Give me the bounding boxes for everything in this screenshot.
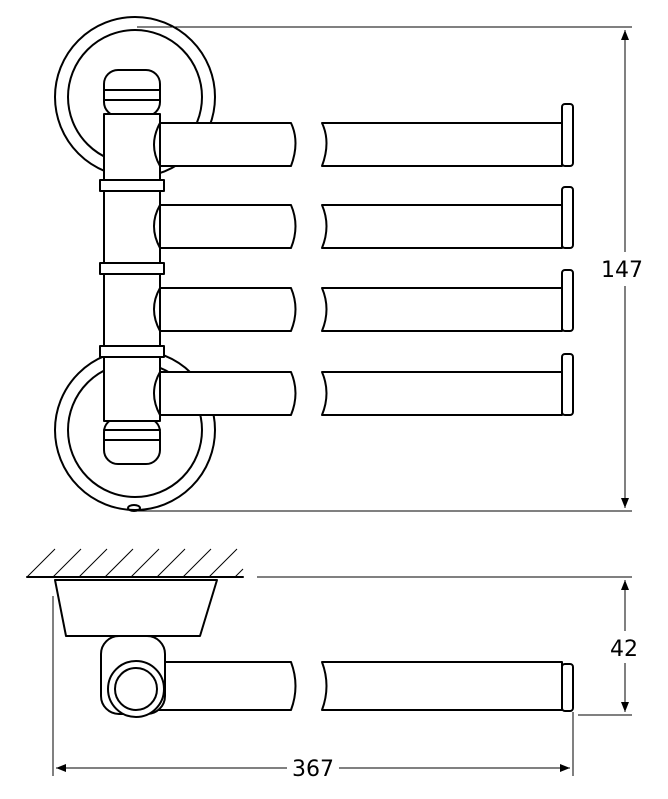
length-dimension-label: 367 bbox=[292, 757, 334, 782]
side-arm bbox=[149, 661, 574, 712]
wall-mount-cup bbox=[54, 579, 218, 637]
depth-dimension: 42 bbox=[578, 580, 646, 716]
towel-arm-4 bbox=[159, 353, 574, 416]
side-view: 42 367 bbox=[26, 548, 646, 784]
towel-arm-1 bbox=[159, 103, 574, 167]
length-dimension: 367 bbox=[52, 596, 574, 784]
towel-arm-2 bbox=[159, 186, 574, 249]
height-dimension: 147 bbox=[137, 26, 647, 512]
towel-arm-3 bbox=[159, 269, 574, 332]
wall-hatching bbox=[26, 548, 632, 578]
height-dimension-label: 147 bbox=[601, 258, 643, 283]
front-view: 147 bbox=[54, 16, 647, 512]
swivel-post bbox=[99, 113, 165, 422]
lower-post-cap bbox=[103, 417, 161, 465]
upper-post-cap bbox=[103, 69, 161, 117]
side-pivot bbox=[100, 635, 166, 718]
depth-dimension-label: 42 bbox=[610, 637, 638, 662]
